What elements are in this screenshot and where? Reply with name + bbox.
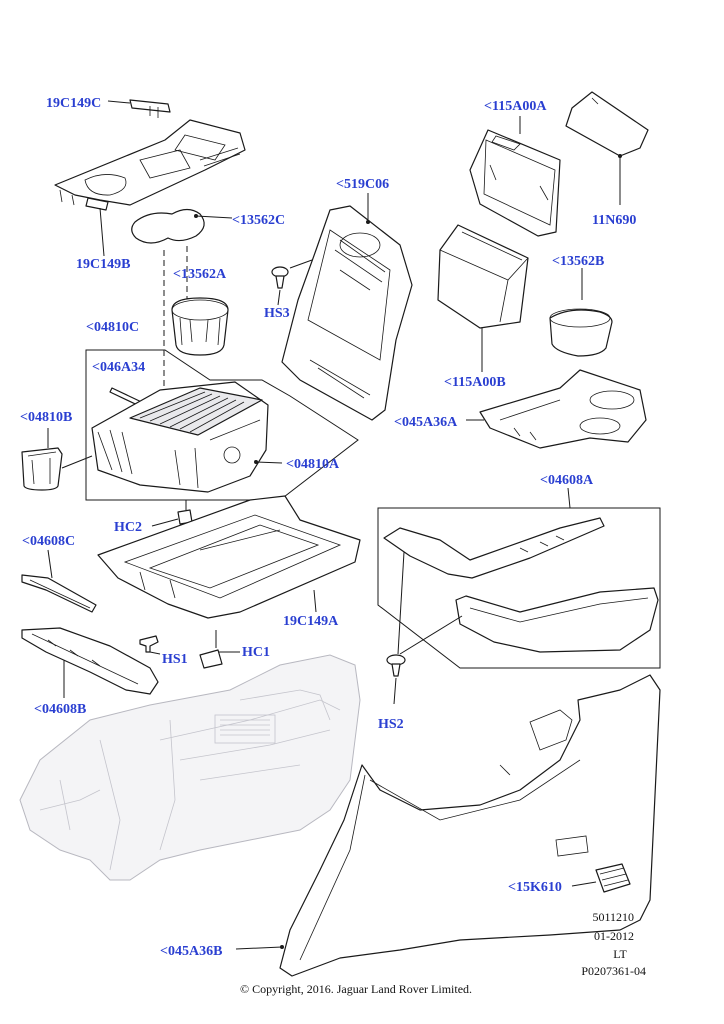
part-screw-HS3 (271, 259, 313, 306)
label-15K610: <15K610 (508, 880, 562, 895)
label-HS2: HS2 (378, 717, 404, 732)
part-cupholder-13562A (171, 297, 229, 356)
part-clip-HC2 (151, 500, 193, 527)
part-side-panel-045A36B (235, 674, 661, 977)
part-screw-HS2 (386, 551, 463, 705)
label-13562B: <13562B (552, 254, 604, 269)
frame-04608A-group (377, 507, 661, 669)
label-04810C: <04810C (86, 320, 139, 335)
part-cup-13562B (549, 268, 613, 357)
part-bin-519C06 (281, 193, 413, 421)
frame-console-group (85, 349, 359, 501)
copyright-text: © Copyright, 2016. Jaguar Land Rover Lim… (240, 982, 472, 996)
label-HC2: HC2 (114, 520, 142, 535)
label-045A36B: <045A36B (160, 944, 222, 959)
label-19C149B: 19C149B (76, 257, 130, 272)
labels: 19C149C 19C149B <13562C <13562A <04810C … (20, 96, 636, 959)
label-115A00A: <115A00A (484, 99, 547, 114)
part-panel-04608B (21, 627, 159, 698)
label-04608B: <04608B (34, 702, 86, 717)
label-045A36A: <045A36A (394, 415, 458, 430)
label-HC1: HC1 (242, 645, 270, 660)
part-lid-11N690 (565, 91, 649, 205)
meta-line-2: 01-2012 (594, 929, 634, 943)
part-19C149C (107, 99, 171, 118)
label-04810A: <04810A (286, 457, 340, 472)
label-115A00B: <115A00B (444, 375, 506, 390)
label-11N690: 11N690 (592, 213, 636, 228)
part-trim-04608A (383, 487, 659, 653)
meta-line-4: P0207361-04 (581, 964, 646, 978)
part-box-115A00B (437, 224, 529, 372)
part-console-body-04810A (91, 381, 283, 493)
label-HS3: HS3 (264, 306, 290, 321)
label-19C149C: 19C149C (46, 96, 101, 111)
part-cup-04810B (21, 428, 93, 491)
label-04608C: <04608C (22, 534, 75, 549)
part-tray-045A36A (466, 369, 647, 449)
label-13562A: <13562A (173, 267, 227, 282)
label-04810B: <04810B (20, 410, 72, 425)
part-clip-HC1 (199, 630, 240, 669)
drawing-meta: 5011210 01-2012 LT P0207361-04 (581, 910, 646, 978)
ghost-console-assembly (19, 654, 361, 881)
part-frame-19C149A (97, 495, 361, 619)
part-mat-13562C (131, 208, 233, 244)
part-screw-HS1 (139, 635, 161, 655)
label-046A34: <046A34 (92, 360, 145, 375)
label-04608A: <04608A (540, 473, 594, 488)
meta-line-1: 5011210 (592, 910, 634, 924)
label-13562C: <13562C (232, 213, 285, 228)
meta-line-3: LT (613, 947, 627, 961)
part-bezel-19C149B (54, 119, 246, 257)
label-519C06: <519C06 (336, 177, 389, 192)
part-box-115A00A (469, 116, 561, 237)
part-rail-04608C (21, 549, 97, 613)
part-vent-15K610 (571, 863, 631, 893)
label-HS1: HS1 (162, 652, 188, 667)
label-19C149A: 19C149A (283, 614, 339, 629)
